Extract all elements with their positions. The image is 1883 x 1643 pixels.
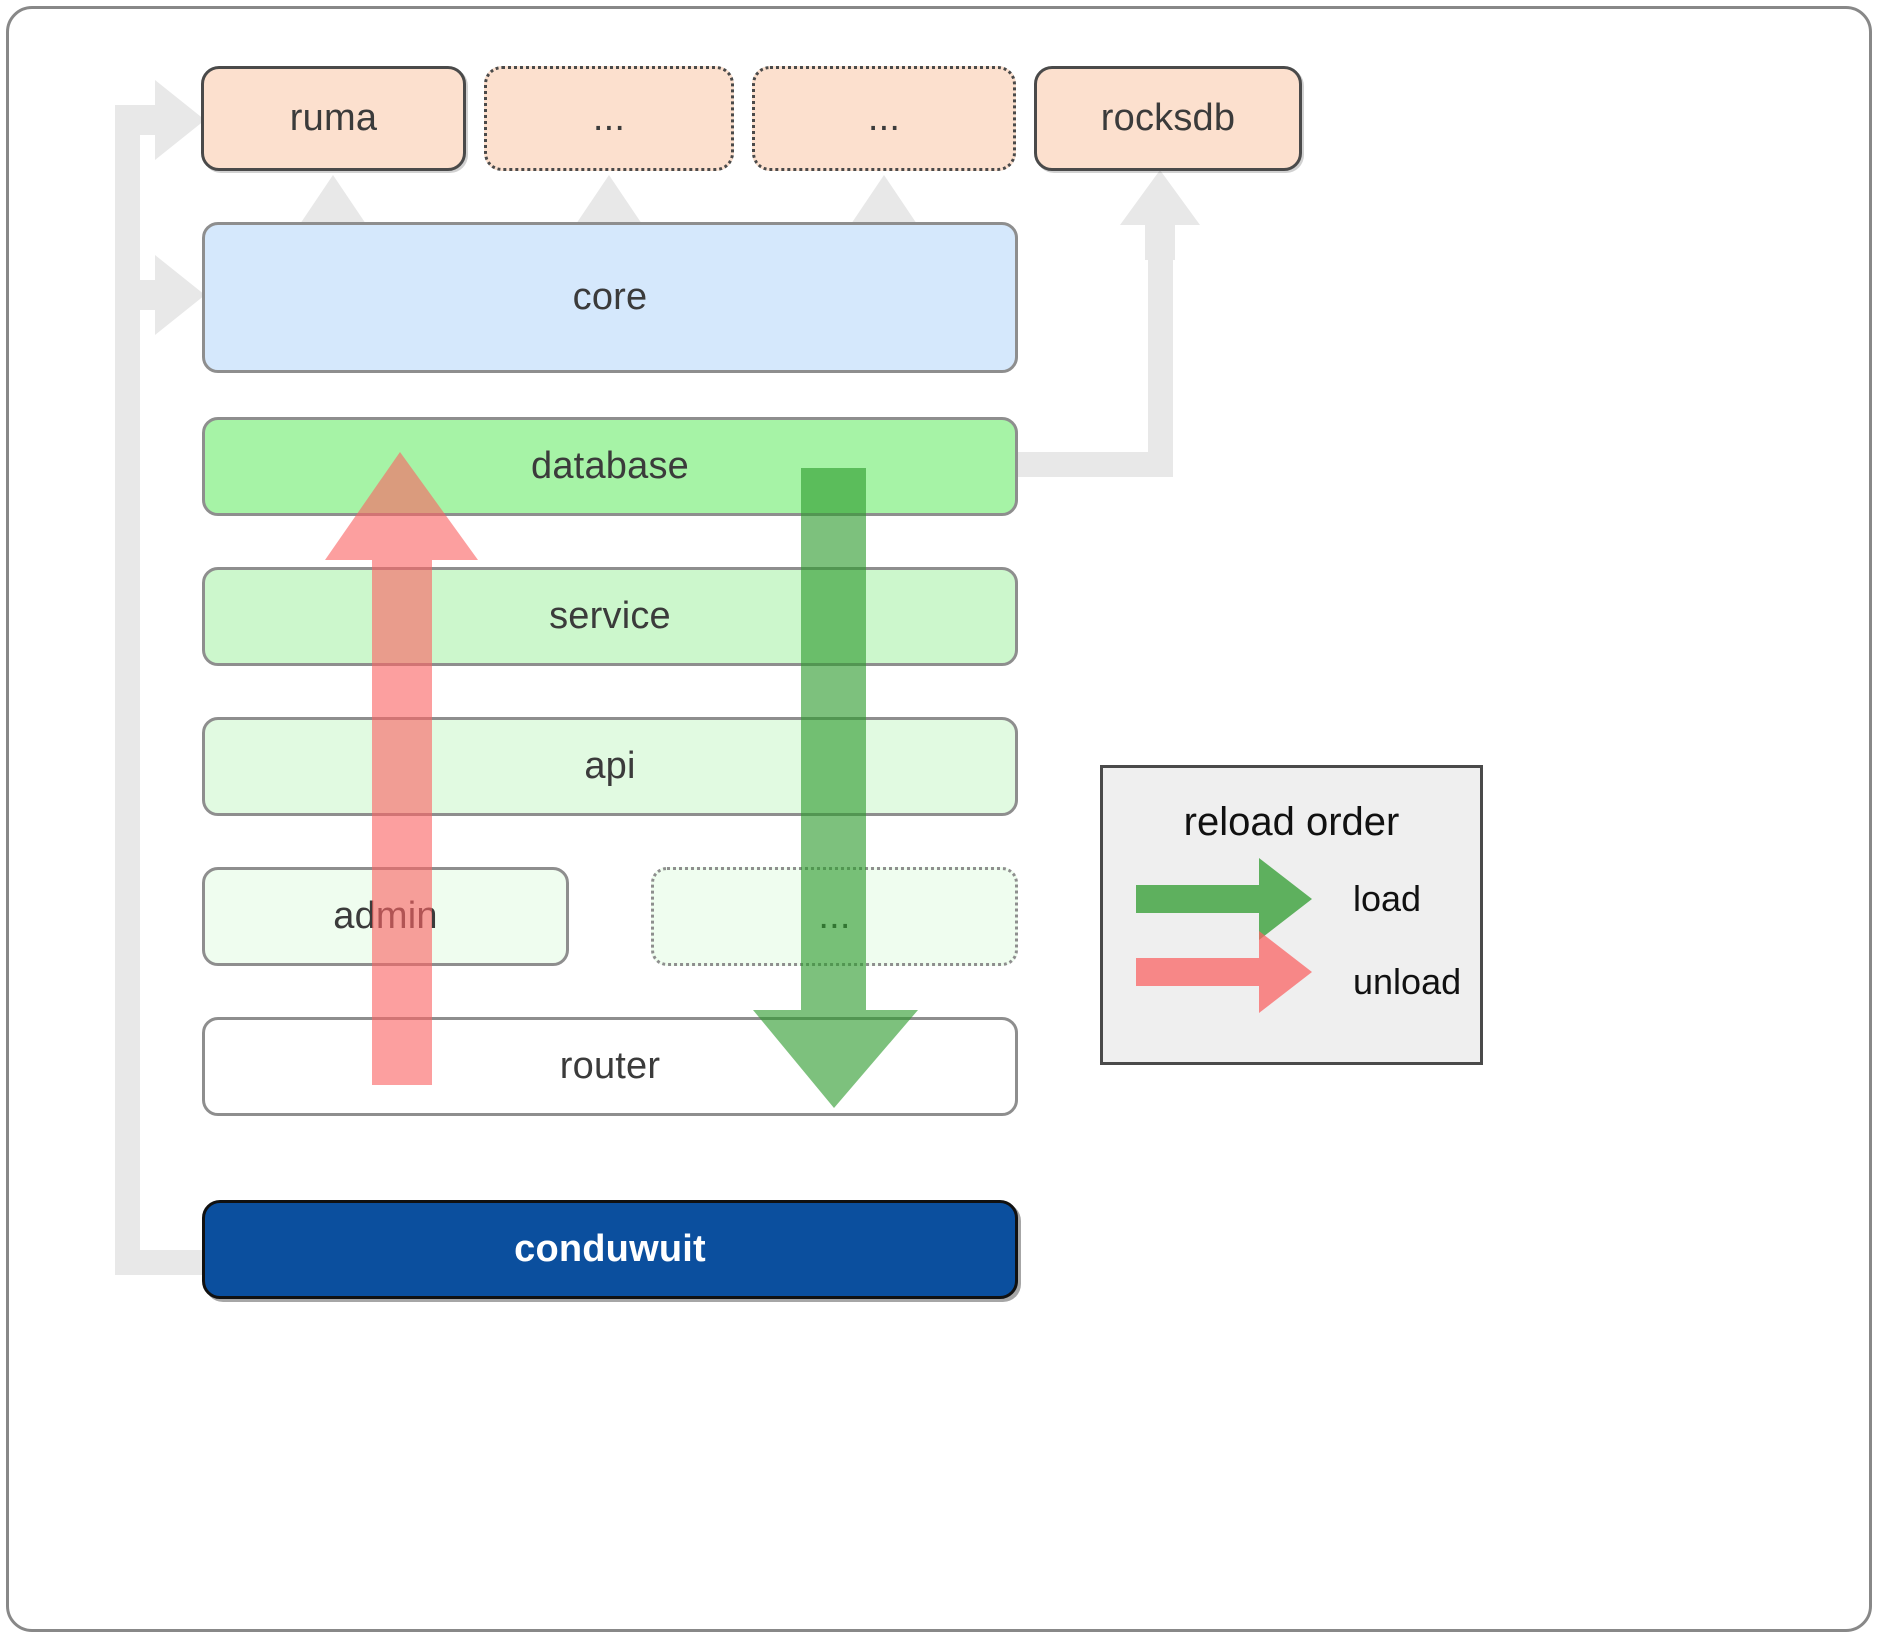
legend-load-arrow xyxy=(1136,858,1312,940)
layer-box-core[interactable]: core xyxy=(202,222,1018,373)
legend-title: reload order xyxy=(1183,800,1400,844)
layer-box-ellipsis[interactable]: ... xyxy=(651,867,1018,966)
layer-box-label: router xyxy=(559,1045,661,1087)
legend-unload-arrow xyxy=(1136,931,1312,1013)
legend-panel: reload order load unload xyxy=(1100,765,1483,1065)
layer-box-label: admin xyxy=(333,895,438,937)
dep-box-ellipsis-1[interactable]: ... xyxy=(484,66,734,171)
dep-box-label: ruma xyxy=(289,97,378,139)
legend-arrow-graphics xyxy=(1136,858,1312,1013)
dep-box-label: rocksdb xyxy=(1100,97,1236,139)
dep-box-ellipsis-2[interactable]: ... xyxy=(752,66,1016,171)
dep-box-rocksdb[interactable]: rocksdb xyxy=(1034,66,1302,171)
legend-label-unload: unload xyxy=(1353,961,1462,1002)
layer-box-service[interactable]: service xyxy=(202,567,1018,666)
layer-box-label: api xyxy=(584,745,636,787)
root-box-conduwuit[interactable]: conduwuit xyxy=(202,1200,1018,1299)
layer-box-database[interactable]: database xyxy=(202,417,1018,516)
layer-box-label: service xyxy=(549,595,671,637)
dep-box-label: ... xyxy=(867,97,901,139)
legend-label-load: load xyxy=(1353,878,1422,919)
root-box-label: conduwuit xyxy=(514,1228,706,1270)
dep-box-ruma[interactable]: ruma xyxy=(201,66,466,171)
layer-box-router[interactable]: router xyxy=(202,1017,1018,1116)
layer-box-api[interactable]: api xyxy=(202,717,1018,816)
layer-box-admin[interactable]: admin xyxy=(202,867,569,966)
layer-box-label: database xyxy=(531,445,689,487)
dep-box-label: ... xyxy=(592,97,626,139)
layer-box-label: core xyxy=(572,276,648,318)
layer-box-label: ... xyxy=(818,895,851,937)
